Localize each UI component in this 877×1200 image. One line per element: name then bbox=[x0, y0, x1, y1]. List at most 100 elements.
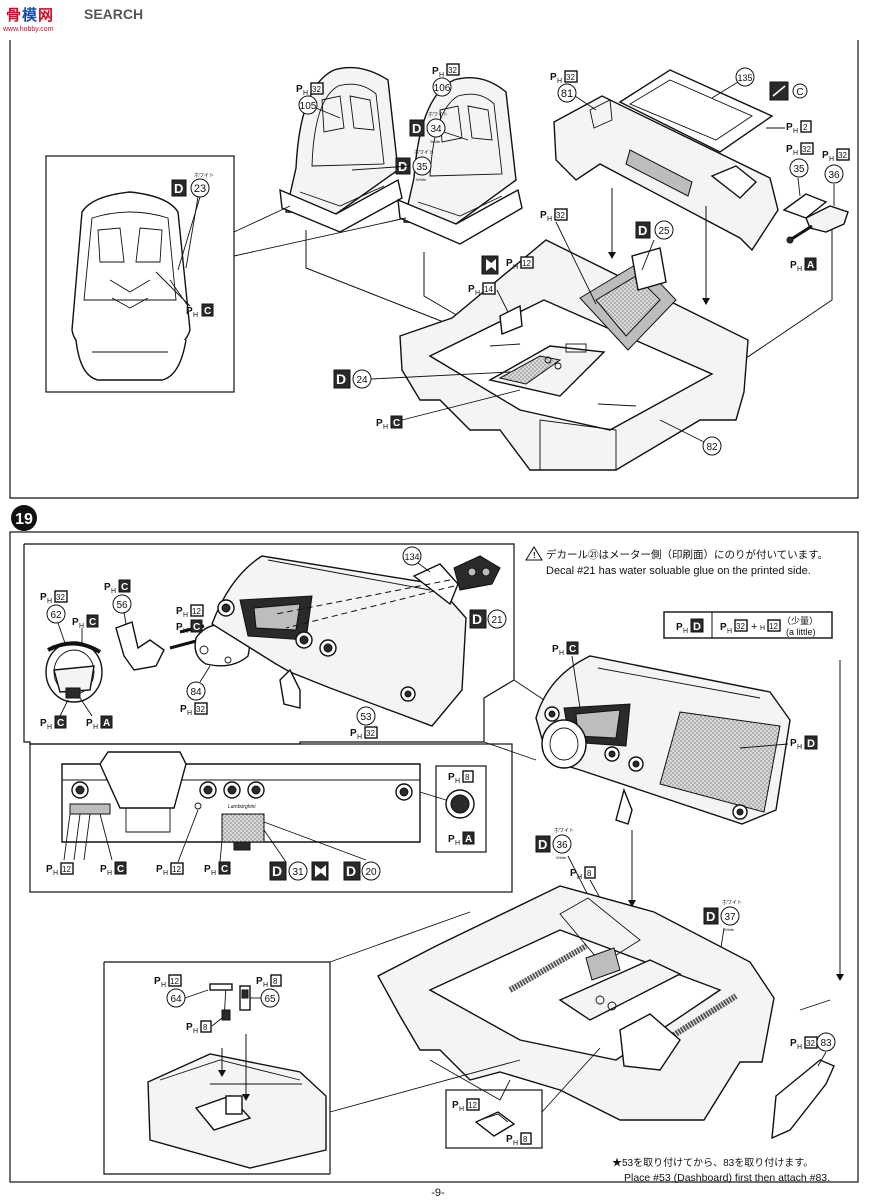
svg-text:C: C bbox=[204, 306, 211, 317]
dashboard-detail-drawing: Lamborghini bbox=[61, 751, 421, 851]
ph-c-tub: P H C bbox=[376, 389, 521, 431]
svg-text:H: H bbox=[797, 266, 802, 273]
svg-text:12: 12 bbox=[468, 1101, 477, 1110]
svg-text:12: 12 bbox=[172, 865, 181, 874]
svg-text:C: C bbox=[57, 718, 64, 729]
svg-text:D: D bbox=[472, 611, 482, 627]
decal-21-callout: D 21 bbox=[469, 609, 507, 629]
svg-text:134: 134 bbox=[404, 552, 419, 562]
footrest-drawing bbox=[474, 1047, 601, 1137]
gear-shifter-parts bbox=[782, 177, 849, 244]
svg-text:56: 56 bbox=[116, 600, 128, 611]
svg-text:32: 32 bbox=[556, 211, 565, 220]
ph-c-wheel-bottom: P H C bbox=[40, 699, 69, 731]
svg-text:36: 36 bbox=[556, 840, 568, 851]
logo-subtext: www.hobby.com bbox=[2, 26, 54, 33]
svg-text:H: H bbox=[211, 870, 216, 877]
svg-text:32: 32 bbox=[448, 66, 457, 75]
svg-text:8: 8 bbox=[523, 1135, 528, 1144]
svg-text:White: White bbox=[724, 927, 735, 932]
steering-wheel-62 bbox=[45, 641, 103, 703]
svg-text:P: P bbox=[506, 1134, 513, 1145]
paint-mix-table: P H D P H 32 + H 12 （少量） (a little) bbox=[663, 611, 833, 639]
svg-text:C: C bbox=[393, 418, 400, 429]
svg-text:H: H bbox=[797, 744, 802, 751]
part-83-callout: P H 32 83 bbox=[790, 1032, 836, 1067]
svg-text:P: P bbox=[448, 772, 455, 783]
svg-text:32: 32 bbox=[802, 145, 811, 154]
interior-tub bbox=[399, 239, 749, 471]
svg-text:62: 62 bbox=[50, 610, 62, 621]
part-36-callout: P H 32 36 bbox=[822, 148, 850, 184]
footnote-jp: ★53を取り付けてから、83を取り付けます。 bbox=[612, 1156, 813, 1169]
ph-c-dash-assembled: P H C bbox=[552, 641, 581, 709]
svg-text:D: D bbox=[174, 181, 183, 196]
svg-text:(a little): (a little) bbox=[786, 627, 816, 637]
svg-text:H: H bbox=[513, 1140, 518, 1147]
svg-text:P: P bbox=[786, 144, 793, 155]
svg-text:8: 8 bbox=[587, 869, 592, 878]
svg-text:84: 84 bbox=[190, 687, 202, 698]
part-135-callout: 135 bbox=[711, 67, 755, 99]
footrest-inset bbox=[445, 1089, 543, 1149]
svg-text:32: 32 bbox=[806, 1039, 815, 1048]
svg-text:P: P bbox=[72, 617, 79, 628]
svg-text:D: D bbox=[412, 121, 421, 136]
dashboard-detail-inset bbox=[29, 743, 513, 893]
step18-frame bbox=[9, 40, 859, 499]
svg-text:P: P bbox=[720, 622, 727, 633]
svg-text:H: H bbox=[187, 710, 192, 717]
decal-24-callout: D 24 bbox=[333, 369, 511, 389]
interior-tub-lower bbox=[377, 885, 775, 1121]
svg-text:H: H bbox=[93, 724, 98, 731]
svg-text:H: H bbox=[47, 598, 52, 605]
svg-text:P: P bbox=[468, 284, 475, 295]
svg-text:P: P bbox=[100, 864, 107, 875]
svg-text:P: P bbox=[40, 592, 47, 603]
svg-text:32: 32 bbox=[736, 622, 745, 631]
svg-text:P: P bbox=[186, 1022, 193, 1033]
svg-text:C: C bbox=[796, 87, 803, 98]
svg-text:ホワイト: ホワイト bbox=[722, 900, 742, 906]
svg-text:32: 32 bbox=[56, 593, 65, 602]
svg-text:35: 35 bbox=[793, 164, 805, 175]
svg-text:White: White bbox=[556, 855, 567, 860]
svg-text:H: H bbox=[193, 312, 198, 319]
svg-text:H: H bbox=[183, 612, 188, 619]
svg-text:骨: 骨 bbox=[6, 7, 21, 24]
svg-text:D: D bbox=[538, 837, 547, 852]
svg-text:32: 32 bbox=[312, 85, 321, 94]
seat-detail-inset bbox=[45, 155, 235, 393]
part-53-callout: 53 P H 32 bbox=[350, 706, 378, 741]
svg-text:H: H bbox=[547, 216, 552, 223]
svg-text:H: H bbox=[47, 724, 52, 731]
svg-text:H: H bbox=[439, 72, 444, 79]
svg-text:+: + bbox=[751, 621, 757, 633]
svg-text:37: 37 bbox=[724, 912, 736, 923]
svg-text:81: 81 bbox=[561, 88, 573, 100]
seat-detail-drawing bbox=[71, 191, 191, 381]
svg-text:H: H bbox=[557, 78, 562, 85]
svg-text:8: 8 bbox=[203, 1023, 208, 1032]
svg-text:12: 12 bbox=[192, 607, 201, 616]
svg-text:（少量）: （少量） bbox=[782, 616, 818, 626]
ph-12-callout: P H 12 bbox=[506, 256, 534, 271]
svg-text:105: 105 bbox=[300, 101, 317, 112]
svg-text:P: P bbox=[186, 306, 193, 317]
svg-text:模: 模 bbox=[22, 6, 38, 24]
svg-text:P: P bbox=[46, 864, 53, 875]
svg-text:P: P bbox=[350, 728, 357, 739]
ph-a-wheel: P H A bbox=[79, 697, 113, 731]
pedal-inset bbox=[103, 962, 330, 1175]
decal-25-callout: D 25 bbox=[635, 220, 674, 271]
svg-text:D: D bbox=[807, 738, 815, 750]
svg-text:P: P bbox=[822, 150, 829, 161]
svg-text:P: P bbox=[540, 210, 547, 221]
svg-text:C: C bbox=[117, 864, 124, 875]
part-35-callout: P H 32 35 bbox=[786, 142, 814, 178]
svg-text:H: H bbox=[455, 840, 460, 847]
svg-text:P: P bbox=[40, 718, 47, 729]
svg-text:H: H bbox=[79, 623, 84, 630]
svg-text:H: H bbox=[263, 982, 268, 989]
svg-text:135: 135 bbox=[737, 73, 752, 83]
